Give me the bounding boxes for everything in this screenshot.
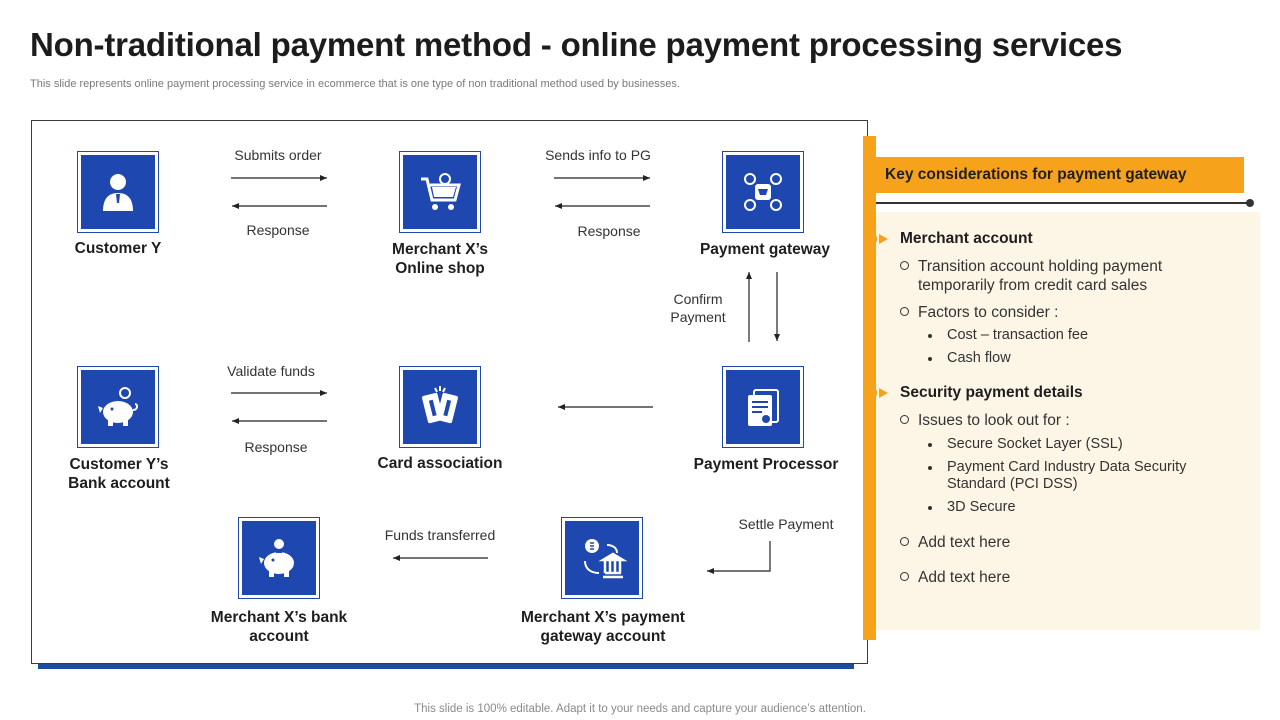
node-label-processor: Payment Processor	[693, 456, 839, 473]
slide-footer: This slide is 100% editable. Adapt it to…	[414, 703, 866, 715]
list-item-text: Transition account holding payment tempo…	[918, 258, 1163, 294]
node-merchant-gateway	[561, 517, 643, 599]
list-item-text: Add text here	[918, 569, 1011, 586]
panel-header: Key considerations for payment gateway	[876, 157, 1244, 193]
node-label-merchant-bank: Merchant X’s bank account	[210, 609, 348, 645]
shopping-cart-icon	[403, 155, 477, 229]
edge-label-submits-order: Submits order	[234, 147, 322, 163]
edge-label-response-1: Response	[246, 222, 310, 238]
node-customer	[77, 151, 159, 233]
bullet-text: Payment Card Industry Data Security Stan…	[947, 459, 1187, 492]
section-marker-icon	[866, 233, 888, 245]
edge-label-response-2: Response	[577, 223, 641, 239]
node-gateway	[722, 151, 804, 233]
node-label-gateway: Payment gateway	[699, 241, 831, 258]
node-merchant-bank	[238, 517, 320, 599]
list-item-text: Issues to look out for :	[918, 412, 1070, 429]
section-title-merchant-account: Merchant account	[900, 230, 1033, 247]
list-item-text: Factors to consider :	[918, 304, 1059, 321]
panel-accent-bar	[863, 136, 876, 640]
bullet-text: 3D Secure	[947, 499, 1016, 515]
documents-icon	[726, 370, 800, 444]
piggy-bank-icon	[81, 370, 155, 444]
node-shop	[399, 151, 481, 233]
node-card-association	[399, 366, 481, 448]
edge-label-settle-payment: Settle Payment	[738, 516, 834, 532]
slide-subtitle: This slide represents online payment pro…	[30, 78, 680, 90]
piggy-bank-icon	[242, 521, 316, 595]
node-processor	[722, 366, 804, 448]
edge-label-confirm-payment: Confirm Payment	[670, 291, 726, 325]
node-label-customer: Customer Y	[74, 240, 162, 257]
list-item-text: Add text here	[918, 534, 1011, 551]
node-label-shop: Merchant X’s Online shop	[392, 241, 488, 277]
bullet-text: Secure Socket Layer (SSL)	[947, 436, 1123, 452]
slide-title: Non-traditional payment method - online …	[30, 26, 1123, 63]
edge-label-sends-info: Sends info to PG	[545, 147, 651, 163]
edge-label-funds-transferred: Funds transferred	[384, 527, 496, 543]
bullet-text: Cash flow	[947, 350, 1011, 366]
bullet-text: Cost – transaction fee	[947, 327, 1089, 343]
cards-icon	[403, 370, 477, 444]
node-label-bank: Customer Y’s Bank account	[68, 456, 170, 492]
panel-divider-dot	[1246, 199, 1254, 207]
edge-label-validate-funds: Validate funds	[227, 363, 315, 379]
gateway-network-icon	[726, 155, 800, 229]
node-bank	[77, 366, 159, 448]
person-icon	[81, 155, 155, 229]
section-marker-icon	[866, 387, 888, 399]
node-label-merchant-gateway: Merchant X’s payment gateway account	[521, 609, 685, 645]
panel-divider	[876, 202, 1249, 204]
section-title-security: Security payment details	[900, 384, 1083, 401]
node-label-card-association: Card association	[377, 455, 503, 472]
panel-background	[876, 212, 1260, 630]
frame-underline	[38, 664, 854, 669]
edge-label-response-3: Response	[244, 439, 308, 455]
money-bank-icon	[565, 521, 639, 595]
